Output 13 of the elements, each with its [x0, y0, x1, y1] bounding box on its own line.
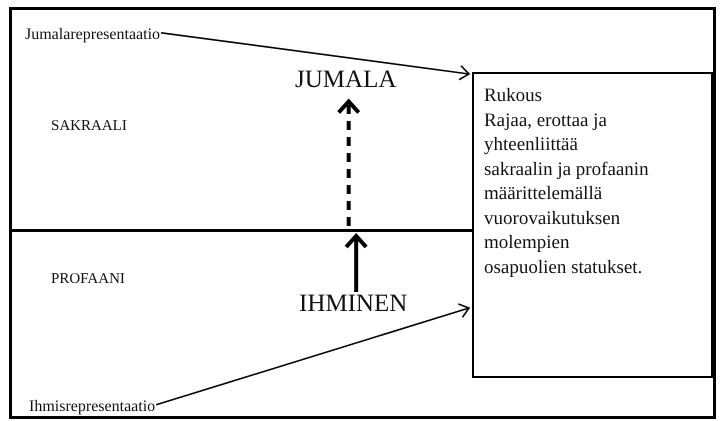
concept-label: JUMALA	[295, 66, 396, 94]
leader-arrow	[160, 32, 470, 81]
concept-label: Jumalarepresentaatio	[25, 26, 160, 44]
thick-arrow	[344, 234, 368, 292]
card-heading: Rukous	[484, 84, 544, 108]
text-card	[472, 72, 713, 378]
leader-arrow	[156, 303, 470, 406]
card-body-text: Rajaa, erottaa ja yhteenliittää sakraalin ja profaanin määrittelemällä vuorovaikutuksen molempien osapuolien statukset.	[484, 108, 649, 280]
concept-label: IHMINEN	[299, 290, 408, 318]
dashed-arrow	[336, 100, 361, 226]
concept-label: Ihmisrepresentaatio	[29, 398, 156, 416]
region-label: PROFAANI	[51, 271, 125, 288]
region-label: SAKRAALI	[51, 118, 127, 134]
